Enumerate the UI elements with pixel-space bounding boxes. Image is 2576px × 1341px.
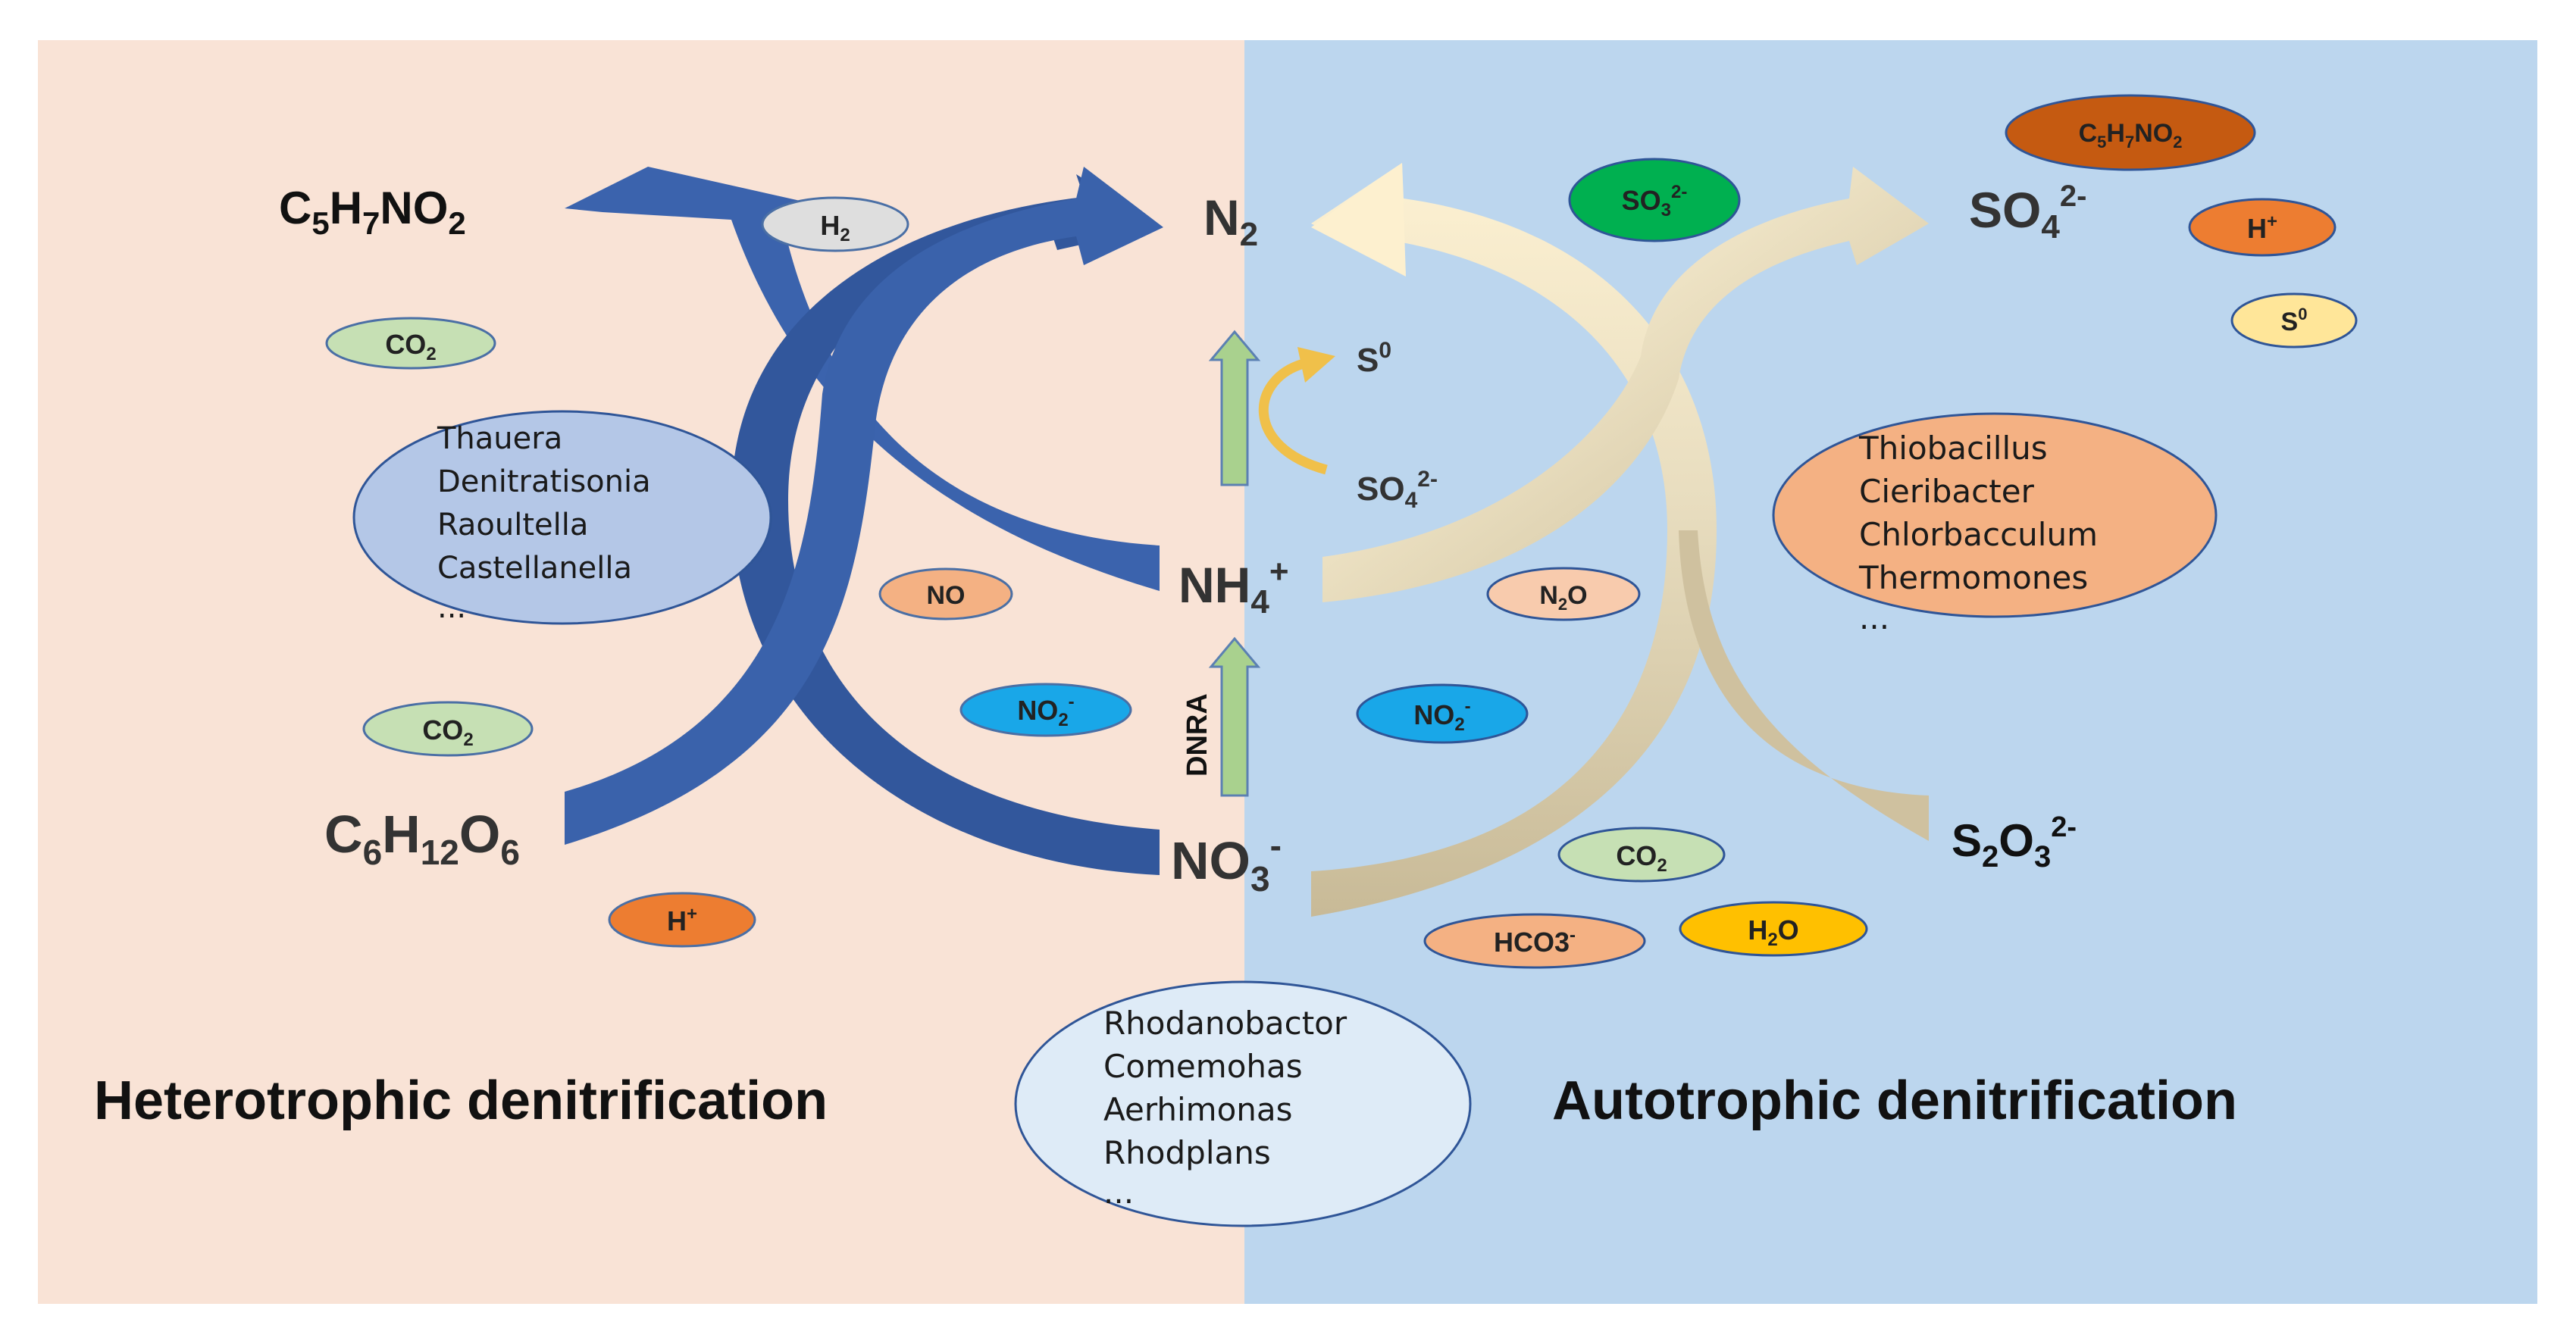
microbes-heterotrophic-shape (352, 410, 772, 625)
pill-so3-label: SO32- (1622, 182, 1688, 220)
arrow-so4-to-s0-head (1297, 347, 1335, 383)
dnra-arrows (1208, 330, 1335, 797)
pill-h-left: H+ (608, 892, 756, 948)
label-glucose: C6H12O6 (324, 805, 520, 872)
pill-h-left-label: H+ (667, 904, 697, 936)
arrow-auto-n2-head (1311, 163, 1406, 277)
microbe-name: Rhodplans (1103, 1134, 1271, 1171)
pill-co2-bottom-shape (362, 701, 534, 757)
pill-no2-right: NO2- (1356, 683, 1529, 744)
label-so4-right: SO42- (1969, 180, 2086, 245)
microbes-autotrophic-shape (1772, 412, 2218, 618)
microbes-shared-shape (1014, 980, 1472, 1227)
pill-co2-right: CO2 (1557, 827, 1726, 883)
pill-h-right-label: H+ (2247, 211, 2277, 244)
pill-h-left-shape (608, 892, 756, 948)
pill-h2: H2 (761, 196, 909, 252)
pill-co2-top: CO2 (325, 317, 496, 370)
label-c5h7no2-left: C5H7NO2 (279, 183, 466, 241)
label-n2: N2 (1203, 189, 1258, 253)
pill-h2o: H2O (1679, 901, 1868, 957)
arrow-so4-to-s0 (1258, 358, 1328, 475)
title-heterotrophic: Heterotrophic denitrification (94, 1071, 828, 1131)
arrow-auto-to-so4 (1322, 167, 1929, 602)
arrow-dnra-green (1208, 636, 1261, 797)
pill-no-label: NO (927, 581, 966, 610)
microbe-name: Rhodanobactor (1103, 1005, 1347, 1042)
microbe-name: Castellanella (437, 551, 632, 586)
pill-h2-label: H2 (820, 210, 850, 245)
arrow-glucose-to-n2 (565, 167, 1163, 845)
pill-n2o-shape (1486, 567, 1641, 621)
pill-no2-left-shape (959, 683, 1132, 737)
microbe-name: ... (1103, 1174, 1134, 1211)
pill-co2-bottom: CO2 (362, 701, 534, 757)
microbe-name: Thauera (437, 421, 562, 456)
pill-co2-top-label: CO2 (385, 329, 436, 364)
pill-hco3-shape (1423, 913, 1646, 969)
label-no3: NO3- (1171, 826, 1282, 899)
microbes-autotrophic: Thiobacillus Cieribacter Chlorbacculum T… (1772, 412, 2218, 636)
microbe-name: Denitratisonia (437, 464, 651, 499)
label-s2o3: S2O32- (1952, 811, 2077, 874)
pill-so3: SO32- (1568, 158, 1741, 242)
pill-h2o-label: H2O (1748, 914, 1798, 950)
label-so4-center: SO42- (1357, 467, 1438, 513)
arrow-nh4-to-c5h7no2 (565, 167, 1160, 591)
pill-hco3: HCO3- (1423, 913, 1646, 969)
pill-no-shape (878, 567, 1013, 620)
microbe-name: Thermomones (1858, 559, 2088, 596)
microbe-name: Cieribacter (1859, 473, 2035, 510)
pill-co2-top-shape (325, 317, 496, 370)
pill-n2o-label: N2O (1539, 581, 1587, 614)
pill-c5h7no2-right: C5H7NO2 (2005, 94, 2256, 171)
heterotrophic-arrows (565, 167, 1163, 875)
pill-c5h7no2-right-shape (2005, 94, 2256, 171)
pill-co2-right-label: CO2 (1616, 840, 1667, 876)
pill-no: NO (878, 567, 1013, 620)
microbe-name: Thiobacillus (1858, 430, 2048, 467)
label-nh4: NH4+ (1178, 553, 1289, 620)
pill-so3-shape (1568, 158, 1741, 242)
microbes-shared: Rhodanobactor Comemohas Aerhimonas Rhodp… (1014, 980, 1472, 1227)
pill-h-right: H+ (2188, 198, 2337, 257)
autotrophic-arrows (1311, 163, 1929, 917)
pill-no2-right-label: NO2- (1413, 696, 1470, 735)
pill-hco3-label: HCO3- (1494, 925, 1576, 958)
pill-no2-left-label: NO2- (1017, 692, 1074, 730)
pill-s0-right-shape (2230, 292, 2358, 349)
pill-n2o: N2O (1486, 567, 1641, 621)
arrow-no3-to-n2 (731, 174, 1160, 875)
microbe-name: Aerhimonas (1103, 1091, 1293, 1128)
arrow-auto-no3-to-n2 (1311, 163, 1717, 917)
pill-no2-left: NO2- (959, 683, 1132, 737)
arrow-nh4-to-n2-green (1208, 330, 1261, 486)
label-s0-center: S0 (1357, 338, 1391, 379)
microbe-name: ... (437, 590, 466, 625)
pill-co2-bottom-label: CO2 (422, 714, 473, 750)
microbe-name: Raoultella (437, 508, 588, 542)
microbes-heterotrophic: Thauera Denitratisonia Raoultella Castel… (352, 410, 772, 625)
pill-no2-right-shape (1356, 683, 1529, 744)
pill-h2o-shape (1679, 901, 1868, 957)
microbe-name: ... (1859, 599, 1889, 636)
microbe-name: Comemohas (1103, 1048, 1303, 1085)
label-dnra: DNRA (1182, 693, 1213, 777)
title-autotrophic: Autotrophic denitrification (1552, 1071, 2237, 1131)
pill-h2-shape (761, 196, 909, 252)
pill-s0-right: S0 (2230, 292, 2358, 349)
microbe-name: Chlorbacculum (1859, 516, 2098, 553)
pill-c5h7no2-right-label: C5H7NO2 (2079, 119, 2183, 152)
pill-s0-right-label: S0 (2281, 305, 2308, 336)
pill-h-right-shape (2188, 198, 2337, 257)
pill-co2-right-shape (1557, 827, 1726, 883)
arrow-auto-s2o3 (1679, 530, 1929, 841)
